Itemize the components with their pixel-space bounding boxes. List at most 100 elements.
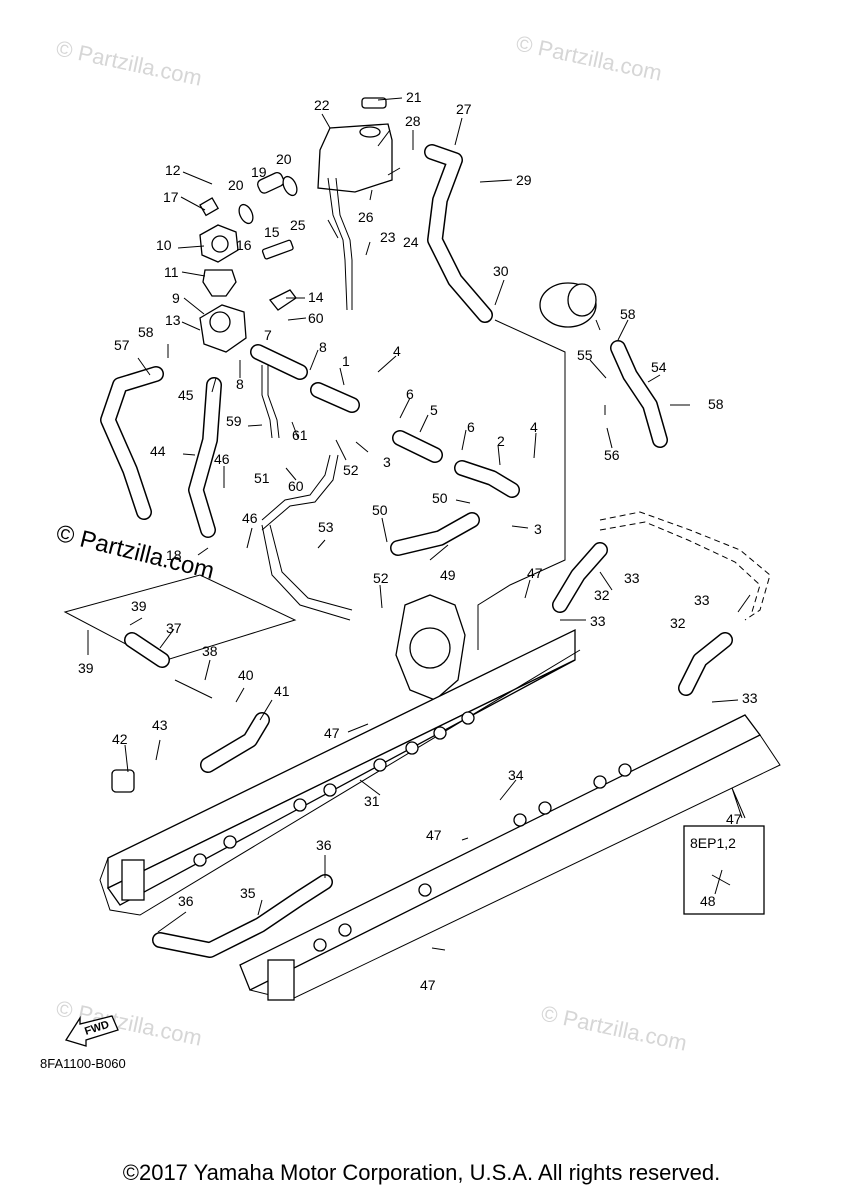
callout-11: 11 <box>164 264 179 280</box>
callout-39a: 39 <box>131 598 147 614</box>
callout-45: 45 <box>178 387 194 403</box>
watermark-top-right: © Partzilla.com <box>514 30 664 85</box>
callout-60a: 60 <box>308 310 324 326</box>
callout-47b: 47 <box>324 725 340 741</box>
callout-23: 23 <box>380 229 396 245</box>
callout-46a: 46 <box>214 451 230 467</box>
right-pump-unit <box>539 282 601 331</box>
callout-58a: 58 <box>138 324 154 340</box>
callout-6a: 6 <box>406 386 414 402</box>
callout-55: 55 <box>577 347 593 363</box>
callout-21: 21 <box>406 89 422 105</box>
callout-19: 19 <box>251 164 267 180</box>
callout-20a: 20 <box>228 177 244 193</box>
callout-13: 13 <box>165 312 181 328</box>
fwd-arrow-icon: FWD <box>64 1015 119 1047</box>
variant-box-label: 8EP1,2 <box>690 835 736 851</box>
leader-lines <box>87 97 751 951</box>
callout-43: 43 <box>152 717 168 733</box>
callout-52b: 52 <box>373 570 389 586</box>
callout-40: 40 <box>238 667 254 683</box>
callout-6b: 6 <box>467 419 475 435</box>
callout-54: 54 <box>651 359 667 375</box>
callout-20b: 20 <box>276 151 292 167</box>
callout-36a: 36 <box>316 837 332 853</box>
callout-17: 17 <box>163 189 179 205</box>
callout-31: 31 <box>364 793 380 809</box>
reservoir-tank <box>317 97 401 201</box>
callout-25: 25 <box>290 217 306 233</box>
callout-50b: 50 <box>372 502 388 518</box>
watermark-bottom-right: © Partzilla.com <box>539 1000 689 1055</box>
callout-50a: 50 <box>432 490 448 506</box>
callout-35: 35 <box>240 885 256 901</box>
callout-52a: 52 <box>343 462 359 478</box>
callout-3b: 3 <box>534 521 542 537</box>
water-pump-cover <box>395 594 466 701</box>
callout-33c: 33 <box>694 592 710 608</box>
callout-60b: 60 <box>288 478 304 494</box>
subassembly-frame <box>63 574 297 663</box>
callout-34: 34 <box>508 767 524 783</box>
hose-59 <box>261 365 280 439</box>
callout-56: 56 <box>604 447 620 463</box>
callout-26: 26 <box>358 209 374 225</box>
callout-22: 22 <box>314 97 330 113</box>
callout-42: 42 <box>112 731 128 747</box>
callout-27: 27 <box>456 101 472 117</box>
callout-33a: 33 <box>624 570 640 586</box>
callout-1: 1 <box>342 353 350 369</box>
callout-38: 38 <box>202 643 218 659</box>
callout-61: 61 <box>292 427 308 443</box>
callout-41: 41 <box>274 683 290 699</box>
callout-48: 48 <box>700 893 716 909</box>
callout-47e: 47 <box>420 977 436 993</box>
watermark-top-left: © Partzilla.com <box>54 35 204 90</box>
variant-box <box>683 825 765 915</box>
callout-44: 44 <box>150 443 166 459</box>
callout-33b: 33 <box>590 613 606 629</box>
callout-7: 7 <box>264 327 272 343</box>
callout-2: 2 <box>497 433 505 449</box>
callout-24: 24 <box>403 234 419 250</box>
watermark-middle: © Partzilla.com <box>54 520 217 585</box>
copyright-notice: ©2017 Yamaha Motor Corporation, U.S.A. A… <box>122 1160 721 1185</box>
callout-3a: 3 <box>383 454 391 470</box>
callout-32a: 32 <box>594 587 610 603</box>
callout-4b: 4 <box>530 419 538 435</box>
callout-36b: 36 <box>178 893 194 909</box>
callout-12: 12 <box>165 162 181 178</box>
thermostat-housing <box>199 172 298 353</box>
callout-14: 14 <box>308 289 324 305</box>
callout-47d: 47 <box>426 827 442 843</box>
callout-58b: 58 <box>620 306 636 322</box>
callout-8a: 8 <box>319 339 327 355</box>
callout-18: 18 <box>166 547 182 563</box>
callout-53: 53 <box>318 519 334 535</box>
callout-15: 15 <box>264 224 280 240</box>
callout-39b: 39 <box>78 660 94 676</box>
callout-5: 5 <box>430 402 438 418</box>
callout-47c: 47 <box>726 811 742 827</box>
callout-29: 29 <box>516 172 532 188</box>
heat-exchanger-34 <box>239 714 781 1001</box>
callout-47a: 47 <box>527 565 543 581</box>
callout-32b: 32 <box>670 615 686 631</box>
callout-28: 28 <box>405 113 421 129</box>
diagram-code: 8FA1100-B060 <box>40 1056 126 1071</box>
callout-10: 10 <box>156 237 172 253</box>
reservoir-hose <box>327 177 353 311</box>
callout-46b: 46 <box>242 510 258 526</box>
callout-9: 9 <box>172 290 180 306</box>
callout-57: 57 <box>114 337 130 353</box>
callout-59: 59 <box>226 413 242 429</box>
callout-16: 16 <box>236 237 252 253</box>
callout-30: 30 <box>493 263 509 279</box>
callout-49: 49 <box>440 567 456 583</box>
callouts: 21 22 27 28 29 30 12 17 20 19 20 25 26 2… <box>78 89 758 993</box>
callout-8b: 8 <box>236 376 244 392</box>
callout-33d: 33 <box>742 690 758 706</box>
heat-exchanger-31 <box>99 628 581 916</box>
callout-37: 37 <box>166 620 182 636</box>
